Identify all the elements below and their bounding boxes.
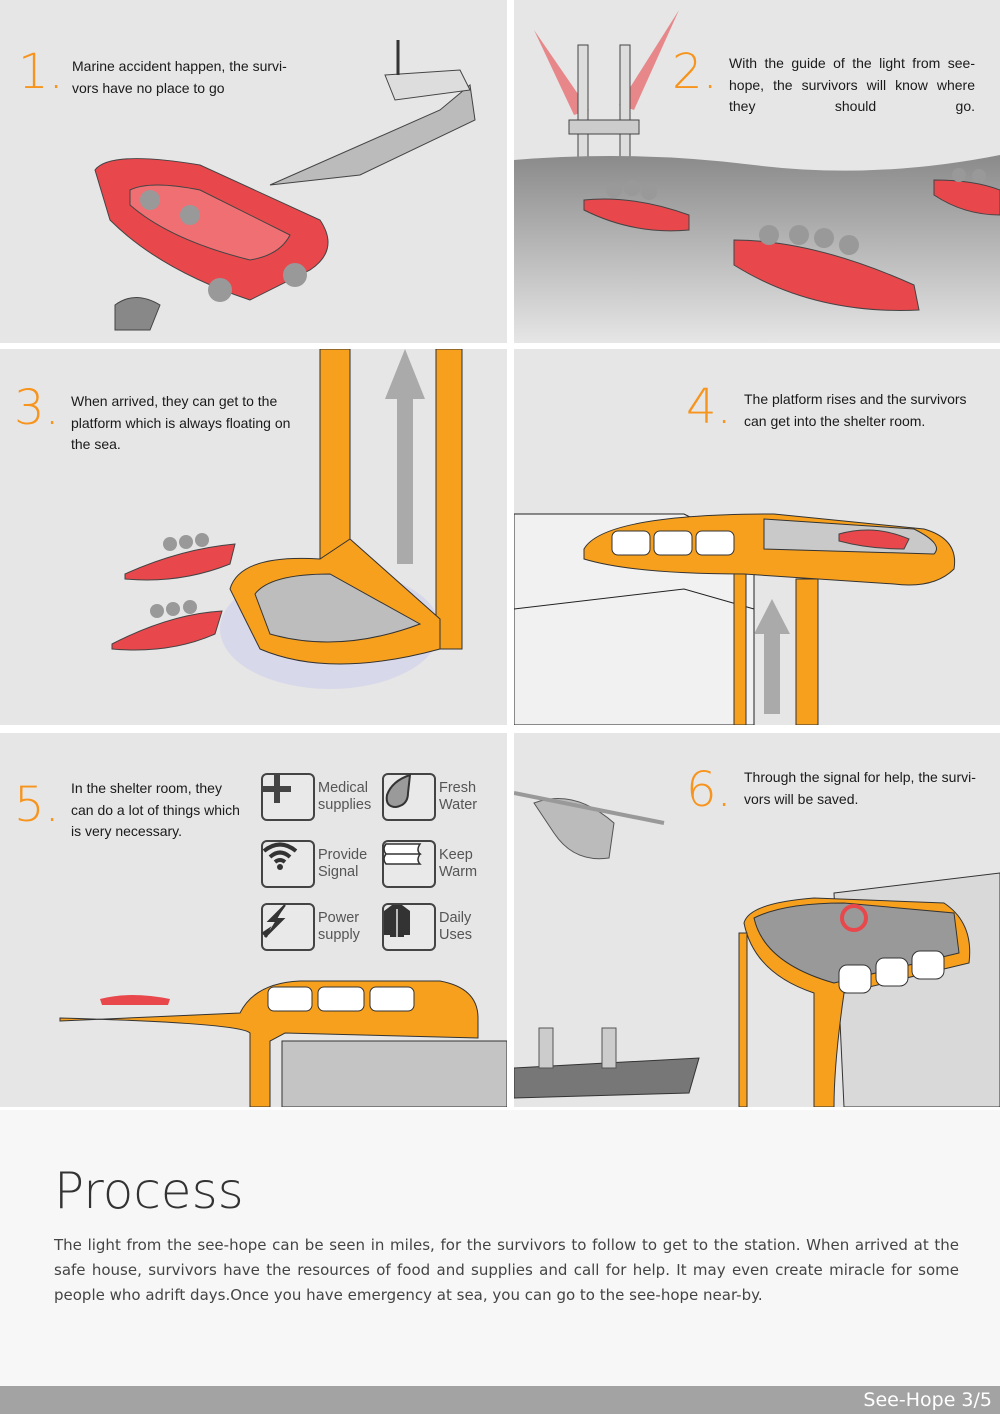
lightning-icon: [261, 903, 315, 951]
step-number: 5.: [14, 777, 60, 833]
feature-label: supply: [318, 927, 360, 943]
wifi-signal-icon: [261, 840, 315, 888]
step-number: 2.: [672, 44, 718, 100]
step-text: Through the signal for help, the survi-v…: [744, 769, 976, 807]
feature-label: Uses: [439, 927, 473, 943]
step-number: 4.: [686, 379, 732, 435]
step-number: 1.: [18, 44, 64, 100]
process-section: [0, 1110, 1000, 1386]
feature-label: Keep: [439, 847, 473, 863]
step-6-panel: 6. Through the signal for help, the surv…: [514, 733, 1000, 1107]
rescue-illustration: [514, 791, 1000, 1107]
step-text: With the guide of the light from see-hop…: [729, 55, 975, 114]
feature-label: Water: [439, 797, 478, 813]
step-text: In the shelter room, they can do a lot o…: [71, 780, 240, 839]
guiding-light-illustration: [514, 10, 1000, 343]
page-label: See-Hope 3/5: [863, 1389, 992, 1411]
step-text: When arrived, they can get to the platfo…: [71, 393, 291, 452]
step-text: The platform rises and the survivors can…: [744, 391, 967, 429]
feature-label: Provide: [318, 847, 368, 863]
shipwreck-illustration: [94, 40, 476, 331]
section-description: The light from the see-hope can be seen …: [54, 1236, 959, 1304]
feature-label: Power: [318, 910, 360, 926]
footer-bar: See-Hope 3/5: [0, 1386, 1000, 1414]
section-title: Process: [54, 1162, 244, 1220]
step-2-panel: 2. With the guide of the light from see-…: [514, 0, 1000, 343]
feature-label: Fresh: [439, 780, 477, 796]
plus-icon: [261, 773, 315, 821]
platform-rising-illustration: [514, 513, 956, 725]
coat-icon: [382, 903, 436, 951]
platform-floating-illustration: [111, 349, 463, 689]
feature-label: Warm: [439, 864, 478, 880]
step-number: 3.: [14, 380, 60, 436]
step-5-panel: 5. In the shelter room, they can do a lo…: [0, 733, 507, 1107]
step-3-panel: 3. When arrived, they can get to the pla…: [0, 349, 507, 725]
feature-label: Signal: [318, 864, 359, 880]
step-4-panel: 4. The platform rises and the survivors …: [514, 349, 1000, 725]
water-drop-icon: [382, 773, 436, 821]
step-1-panel: 1. Marine accident happen, the survi-vor…: [0, 0, 507, 343]
feature-label: supplies: [318, 797, 372, 813]
blanket-icon: [382, 840, 436, 888]
feature-label: Medical: [318, 780, 368, 796]
shelter-room-illustration: [59, 980, 507, 1107]
step-text: Marine accident happen, the survi-vors h…: [72, 58, 287, 96]
feature-label: Daily: [439, 910, 472, 926]
step-number: 6.: [686, 762, 732, 818]
